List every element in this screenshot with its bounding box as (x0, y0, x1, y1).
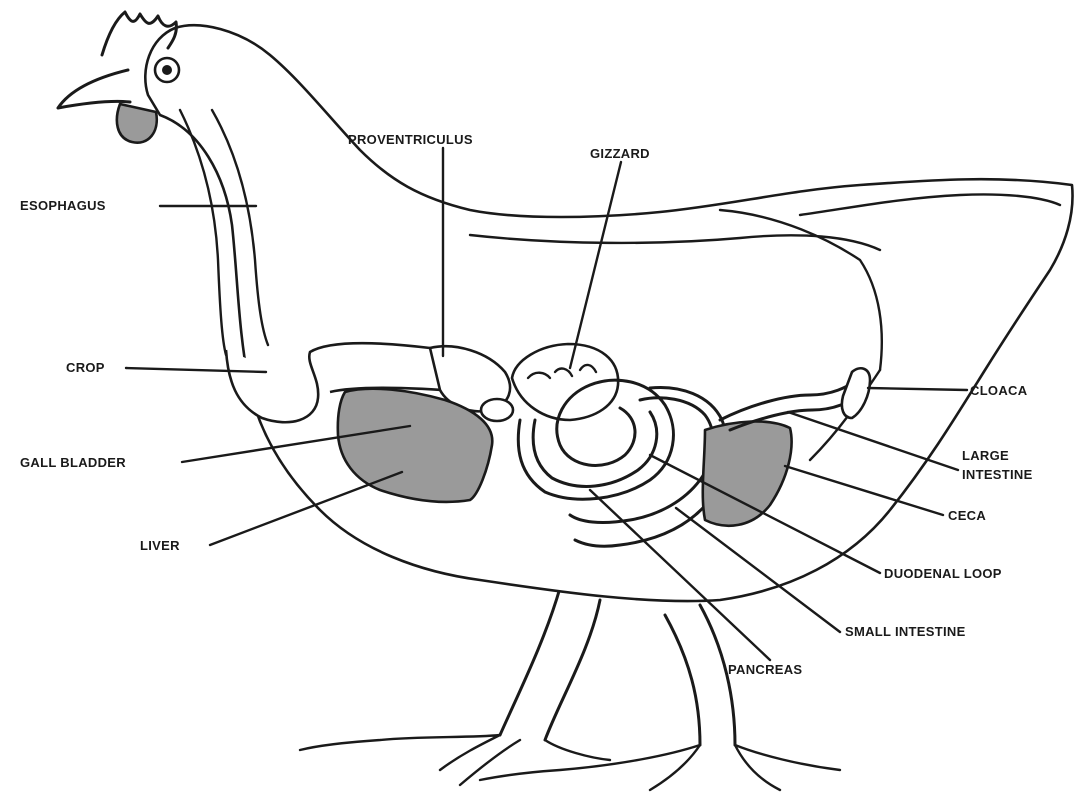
head (58, 12, 179, 143)
label-pancreas: PANCREAS (728, 662, 802, 677)
label-large-intestine-line1: LARGE (962, 448, 1009, 463)
label-cloaca: CLOACA (970, 383, 1028, 398)
label-crop: CROP (66, 360, 105, 375)
eye-pupil (162, 65, 172, 75)
right-foot (480, 745, 840, 790)
gall-bladder-organ (481, 399, 513, 421)
label-ceca: CECA (948, 508, 986, 523)
label-small-intestine: SMALL INTESTINE (845, 624, 966, 639)
label-large-intestine-line2: INTESTINE (962, 467, 1033, 482)
label-gall-bladder: GALL BLADDER (20, 455, 126, 470)
label-duodenal-loop: DUODENAL LOOP (884, 566, 1002, 581)
label-liver: LIVER (140, 538, 180, 553)
wattle (117, 104, 157, 143)
label-gizzard: GIZZARD (590, 146, 650, 161)
label-proventriculus: PROVENTRICULUS (348, 132, 473, 147)
label-esophagus: ESOPHAGUS (20, 198, 106, 213)
body-outline (145, 25, 1072, 601)
legs (500, 588, 735, 745)
left-foot (300, 735, 610, 785)
